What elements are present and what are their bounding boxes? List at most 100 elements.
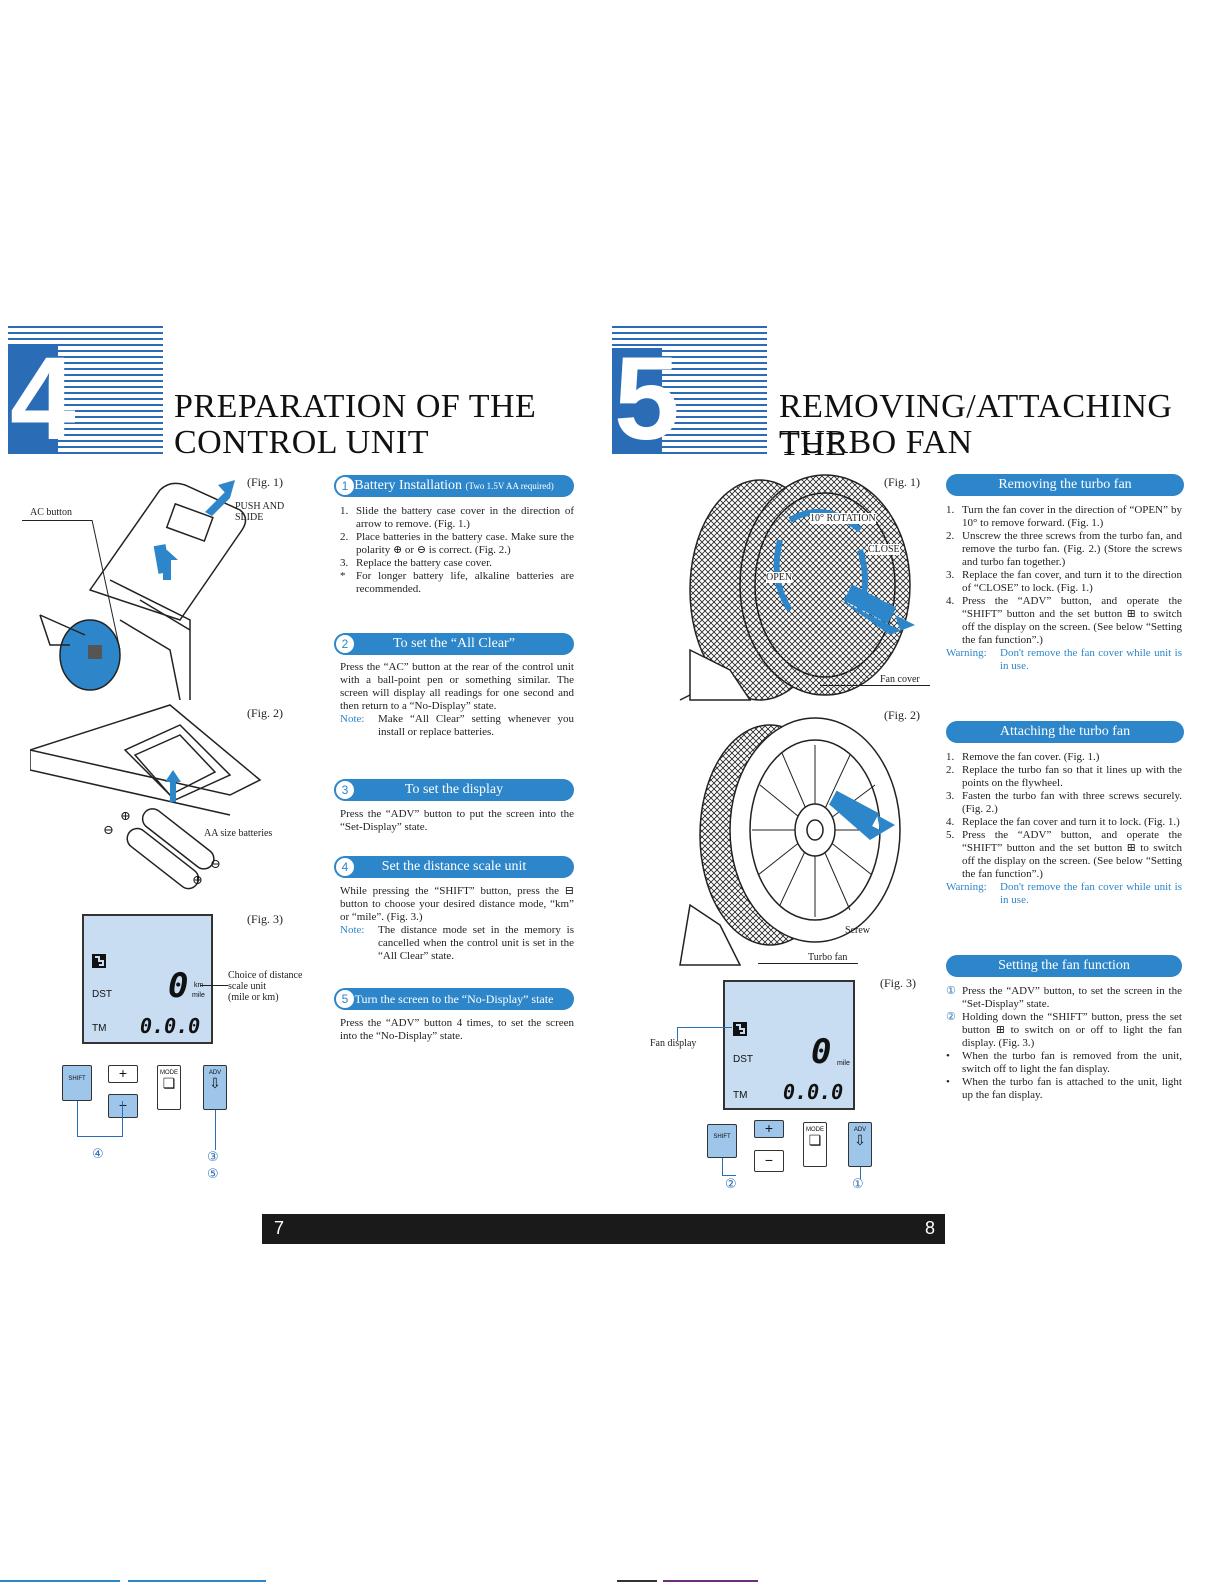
open-label: OPEN <box>766 572 793 583</box>
chapter-5-block: 5 <box>612 326 767 458</box>
section-title: Attaching the turbo fan <box>999 724 1131 739</box>
fig3-label: (Fig. 3) <box>247 912 283 926</box>
fig1-label: (Fig. 1) <box>884 475 920 489</box>
chapter-5-stripes <box>612 326 767 454</box>
plus-sign-2: ⊕ <box>192 872 203 887</box>
list-item: 3.Fasten the turbo fan with three screws… <box>946 790 1182 815</box>
fan-cover-underline <box>820 685 930 686</box>
lcd-dst-label: DST <box>733 1054 753 1065</box>
shift-key[interactable]: SHIFT <box>62 1065 92 1101</box>
turbo-fan-label: Turbo fan <box>808 952 848 963</box>
unit-callout-line <box>200 985 228 986</box>
list-item: 1.Turn the fan cover in the direction of… <box>946 504 1182 529</box>
lcd-time-digits: 0.0.0 <box>140 1014 201 1038</box>
section-no-display-header: 5 Turn the screen to the “No-Display” st… <box>334 988 574 1010</box>
page-number-bar-left: 7 <box>262 1214 607 1244</box>
adv-key[interactable]: ADV⇩ <box>848 1122 872 1167</box>
note-label: Note: <box>340 924 365 936</box>
all-clear-text: Press the “AC” button at the rear of the… <box>340 661 574 738</box>
callout-1: ① <box>852 1177 864 1192</box>
lcd-tm-label: TM <box>92 1023 107 1034</box>
section-display-header: 3 To set the display <box>334 779 574 801</box>
list-item: 4.Replace the fan cover and turn it to l… <box>946 816 1180 828</box>
section-number: 1 <box>336 477 354 495</box>
lcd-distance-digit: 0 <box>811 1032 832 1072</box>
page-number: 7 <box>274 1218 285 1238</box>
callout-line-1 <box>860 1167 861 1179</box>
fan-cover-label: Fan cover <box>880 674 920 685</box>
section-battery-header: 1 Battery Installation (Two 1.5V AA requ… <box>334 475 574 497</box>
page-number-bar-right: 8 <box>607 1214 945 1244</box>
chapter-4-stripes <box>8 326 163 454</box>
minus-key[interactable]: − <box>754 1150 784 1172</box>
callout-3: ③ <box>207 1150 219 1165</box>
list-item: •When the turbo fan is attached to the u… <box>946 1076 1182 1101</box>
screw-label: Screw <box>845 925 870 936</box>
fig3-label: (Fig. 3) <box>880 976 916 990</box>
section-title: Battery Installation <box>354 478 462 493</box>
lcd-dst-label: DST <box>92 989 112 1000</box>
list-item: 3.Replace the battery case cover. <box>340 557 492 569</box>
adv-arrow-icon: ⇩ <box>209 1075 221 1091</box>
adv-arrow-icon: ⇩ <box>854 1132 866 1148</box>
page-number: 8 <box>924 1218 935 1238</box>
distance-text: While pressing the “SHIFT” button, press… <box>340 885 574 962</box>
callout-line-35 <box>215 1110 216 1150</box>
push-slide-label-1: PUSH AND <box>235 501 285 512</box>
no-display-text: Press the “ADV” button 4 times, to set t… <box>340 1017 574 1042</box>
chapter-number: 4 <box>10 333 76 465</box>
minus-key-label: − <box>118 1097 128 1113</box>
mode-key[interactable]: MODE❏ <box>157 1065 181 1110</box>
section-number: 3 <box>336 781 354 799</box>
warning-label: Warning: <box>946 647 987 659</box>
section-distance-header: 4 Set the distance scale unit <box>334 856 574 878</box>
section-title: Turn the screen to the “No-Display” stat… <box>354 992 554 1006</box>
list-item: 1.Remove the fan cover. (Fig. 1.) <box>946 751 1100 763</box>
bottom-rule-4 <box>663 1580 758 1582</box>
page-title-line1: REMOVING/ATTACHING THE <box>779 388 1173 463</box>
section-number: 5 <box>336 990 354 1008</box>
shift-key[interactable]: SHIFT <box>707 1124 737 1158</box>
fan-cover-illustration <box>679 474 915 701</box>
plus-key[interactable]: + <box>754 1120 784 1138</box>
minus-key[interactable]: − <box>108 1094 138 1118</box>
list-item: •When the turbo fan is removed from the … <box>946 1050 1182 1075</box>
aa-batteries-label: AA size batteries <box>204 828 273 839</box>
fan-display-icon <box>733 1022 747 1036</box>
adv-key[interactable]: ADV⇩ <box>203 1065 227 1110</box>
fig1-label: (Fig. 1) <box>247 475 283 489</box>
ac-button-label: AC button <box>30 507 72 518</box>
push-slide-label-2: SLIDE <box>235 512 264 523</box>
warning-text: Don't remove the fan cover while unit is… <box>1000 881 1182 906</box>
plus-key-label: + <box>764 1120 774 1136</box>
lcd-mile-label: mile <box>837 1060 850 1067</box>
bottom-rule-1 <box>0 1580 120 1582</box>
lcd-screen: DST TM 0 km mile 0.0.0 <box>82 914 213 1044</box>
section-title: To set the “All Clear” <box>393 636 515 651</box>
choice-label-1: Choice of distance <box>228 970 303 981</box>
fan-display-label: Fan display <box>650 1038 697 1049</box>
plus-key[interactable]: + <box>108 1065 138 1083</box>
lcd-distance-digit: 0 <box>168 966 189 1006</box>
list-item: 2.Replace the turbo fan so that it lines… <box>946 764 1182 789</box>
page-title-line1: PREPARATION OF THE <box>174 388 537 425</box>
callout-2: ② <box>725 1177 737 1192</box>
attaching-steps: 1.Remove the fan cover. (Fig. 1.) 2.Repl… <box>946 751 1182 907</box>
fan-display-icon <box>92 954 106 968</box>
mode-icon: ❏ <box>808 1132 822 1148</box>
turbo-fan-underline <box>758 963 858 964</box>
section-title: To set the display <box>404 782 504 797</box>
callout-line-4 <box>77 1101 123 1137</box>
section-fan-function-header: Setting the fan function <box>946 955 1182 977</box>
bottom-rule-2 <box>128 1580 266 1582</box>
battery-illustration <box>30 704 262 890</box>
callout-4: ④ <box>92 1147 104 1162</box>
page-title-line2: CONTROL UNIT <box>174 424 429 461</box>
page-title-line2: TURBO FAN <box>779 424 973 461</box>
lcd-km-label: km <box>194 982 204 989</box>
lcd-time-digits: 0.0.0 <box>783 1080 844 1104</box>
minus-key-label: − <box>764 1152 774 1168</box>
mode-key[interactable]: MODE❏ <box>803 1122 827 1167</box>
plus-key-label: + <box>118 1065 128 1081</box>
